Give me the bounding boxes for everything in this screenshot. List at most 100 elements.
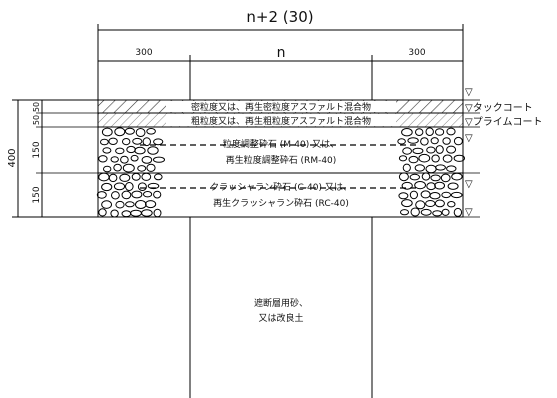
- stone-mark: [154, 173, 163, 181]
- stone-mark: [141, 209, 153, 217]
- stone-mark: [147, 146, 159, 155]
- subbase-struck-label: クラッシャラン砕石 (C-40) 又は、: [210, 181, 352, 193]
- surface-layer-label: 密粒度又は、再生密粒度アスファルト混合物: [191, 101, 371, 113]
- subbase-label: 再生クラッシャラン砕石 (RC-40): [213, 197, 349, 209]
- stone-mark: [122, 163, 135, 173]
- stone-mark: [120, 155, 129, 164]
- stone-mark: [134, 146, 146, 155]
- stone-mark: [121, 190, 132, 200]
- stone-mark: [409, 173, 420, 181]
- stone-mark: [153, 138, 164, 146]
- left-width-label: 300: [135, 48, 152, 58]
- total-depth-label: 400: [7, 148, 18, 167]
- stone-mark: [421, 172, 431, 181]
- stone-mark: [425, 127, 434, 136]
- total-width-dimension: n+2 (30): [97, 8, 464, 100]
- stone-mark: [125, 201, 135, 208]
- stone-mark: [441, 191, 452, 199]
- stone-mark: [415, 128, 424, 137]
- stone-mark: [108, 173, 118, 183]
- stone-mark: [98, 155, 108, 163]
- stone-mark: [450, 191, 463, 199]
- stone-mark: [401, 181, 413, 190]
- stone-mark: [111, 191, 120, 200]
- stone-mark: [119, 173, 131, 182]
- coat-markers: ▽ ▽タックコート ▽プライムコート ▽ ▽ ▽: [463, 87, 543, 218]
- stone-mark: [414, 181, 427, 190]
- stone-mark: [412, 147, 424, 155]
- stone-mark: [431, 154, 440, 163]
- upper-base-label: 再生粒度調整砕石 (RM-40): [226, 154, 337, 166]
- stone-mark: [409, 190, 418, 200]
- stone-mark: [115, 200, 125, 209]
- upper-base-depth-label: 150: [32, 141, 42, 158]
- stone-mark: [434, 199, 445, 208]
- stone-mark: [96, 191, 107, 199]
- stone-mark: [108, 137, 118, 146]
- stone-mark: [453, 207, 463, 217]
- prime-coat-label: ▽プライムコート: [465, 116, 543, 128]
- stone-mark: [410, 207, 420, 217]
- stone-mark: [153, 208, 162, 218]
- stone-mark: [110, 156, 119, 163]
- stone-mark: [430, 174, 441, 182]
- stone-mark: [451, 172, 463, 181]
- stone-mark: [415, 200, 426, 210]
- stone-mark: [435, 145, 444, 154]
- stone-mark: [430, 137, 439, 145]
- binder-layer-label: 粗粒度又は、再生粗粒度アスファルト混合物: [191, 115, 371, 127]
- center-width-label: n: [277, 45, 286, 61]
- stone-mark: [110, 209, 119, 218]
- stone-mark: [397, 138, 406, 145]
- stone-mark: [402, 163, 411, 173]
- stone-mark: [418, 153, 431, 163]
- stone-mark: [435, 164, 446, 171]
- stone-mark: [441, 208, 450, 216]
- stone-mark: [414, 164, 425, 172]
- stone-mark: [429, 192, 441, 200]
- stone-texture-left: [96, 127, 165, 218]
- stone-mark: [401, 128, 413, 137]
- binder-layer: 粗粒度又は、再生粗粒度アスファルト混合物: [97, 112, 464, 128]
- stone-mark: [426, 146, 436, 154]
- stone-mark: [115, 147, 125, 155]
- backfill-trench: 遮断層用砂、 又は改良土: [189, 217, 373, 398]
- depth-dimension: 400 50 50 150 150: [7, 99, 98, 218]
- tack-coat-label: ▽タックコート: [465, 102, 533, 114]
- stone-mark: [130, 154, 139, 162]
- stone-mark: [440, 173, 451, 183]
- stone-mark: [407, 137, 419, 144]
- surface-depth-label: 50: [32, 102, 41, 112]
- stone-mark: [398, 192, 409, 200]
- stone-mark: [100, 138, 109, 146]
- stone-mark: [153, 156, 165, 163]
- surface-layer: 密粒度又は、再生密粒度アスファルト混合物: [97, 99, 464, 114]
- stone-mark: [153, 190, 162, 199]
- upper-base-marker: ▽: [465, 133, 473, 144]
- stone-mark: [124, 127, 135, 135]
- stone-mark: [401, 199, 413, 208]
- stone-mark: [142, 137, 152, 147]
- stone-mark: [98, 208, 107, 217]
- stone-mark: [446, 127, 456, 136]
- stone-mark: [101, 200, 112, 209]
- stone-mark: [114, 127, 126, 137]
- backfill-label-line2: 又は改良土: [258, 312, 303, 324]
- stone-mark: [453, 136, 463, 146]
- bottom-marker: ▽: [465, 207, 473, 218]
- stone-mark: [141, 172, 152, 181]
- stone-mark: [408, 155, 419, 164]
- stone-mark: [398, 172, 409, 182]
- segment-width-dimension: 300 n 300: [98, 45, 463, 100]
- surface-marker: ▽: [465, 87, 473, 98]
- subbase-depth-label: 150: [32, 186, 42, 203]
- upper-base-struck-label: 粒度調整砕石 (M-40) 又は、: [223, 138, 339, 150]
- stone-mark: [453, 154, 465, 162]
- subbase-marker: ▽: [465, 179, 473, 190]
- crushed-stone-layers: 粒度調整砕石 (M-40) 又は、 再生粒度調整砕石 (RM-40) クラッシャ…: [96, 126, 465, 218]
- stone-mark: [113, 182, 126, 191]
- stone-mark: [446, 145, 457, 154]
- total-width-label: n+2 (30): [246, 8, 313, 26]
- stone-mark: [125, 182, 134, 191]
